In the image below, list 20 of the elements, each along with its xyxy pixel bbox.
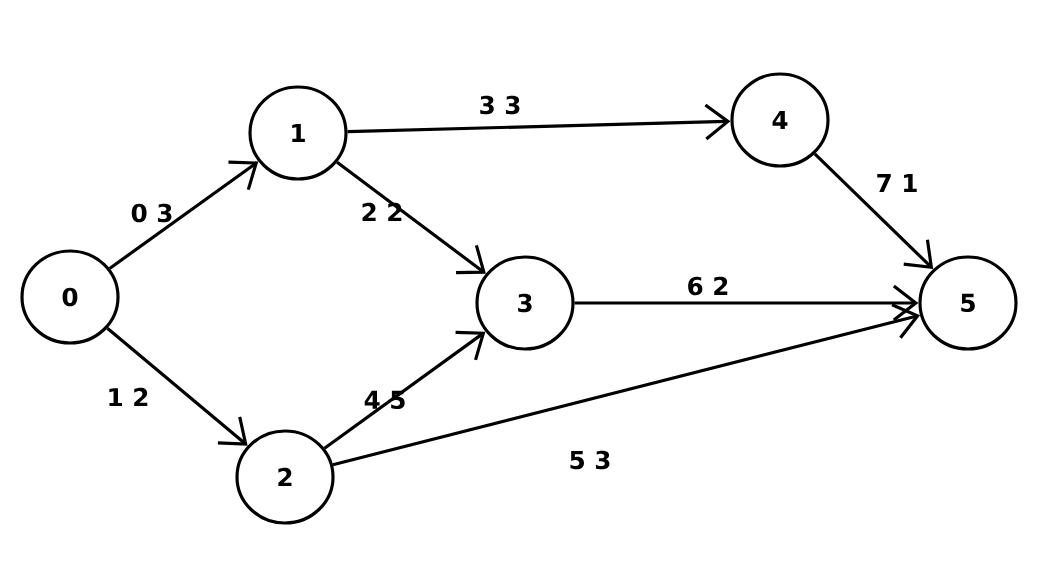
graph-node: 2 bbox=[235, 429, 335, 525]
edge-label: 7 1 bbox=[877, 174, 917, 192]
arrow bbox=[813, 152, 934, 270]
edge-label: 1 2 bbox=[109, 387, 148, 407]
arrow bbox=[106, 327, 248, 446]
arrow bbox=[323, 330, 486, 450]
arrow bbox=[108, 160, 259, 270]
graph-node: 5 bbox=[918, 255, 1018, 351]
graph-node: 0 bbox=[20, 249, 120, 345]
arrow bbox=[336, 161, 486, 275]
graph-node: 3 bbox=[475, 255, 575, 351]
edge-label: 6 2 bbox=[688, 276, 728, 296]
graph-node: 4 bbox=[730, 72, 830, 168]
graph-node: 1 bbox=[248, 85, 348, 181]
arrow bbox=[332, 303, 921, 467]
arrow bbox=[347, 103, 731, 141]
edge-label: 0 3 bbox=[131, 203, 172, 223]
arrow bbox=[574, 284, 919, 322]
edge-label: 3 3 bbox=[480, 95, 520, 115]
edge-label: 5 3 bbox=[570, 450, 610, 470]
